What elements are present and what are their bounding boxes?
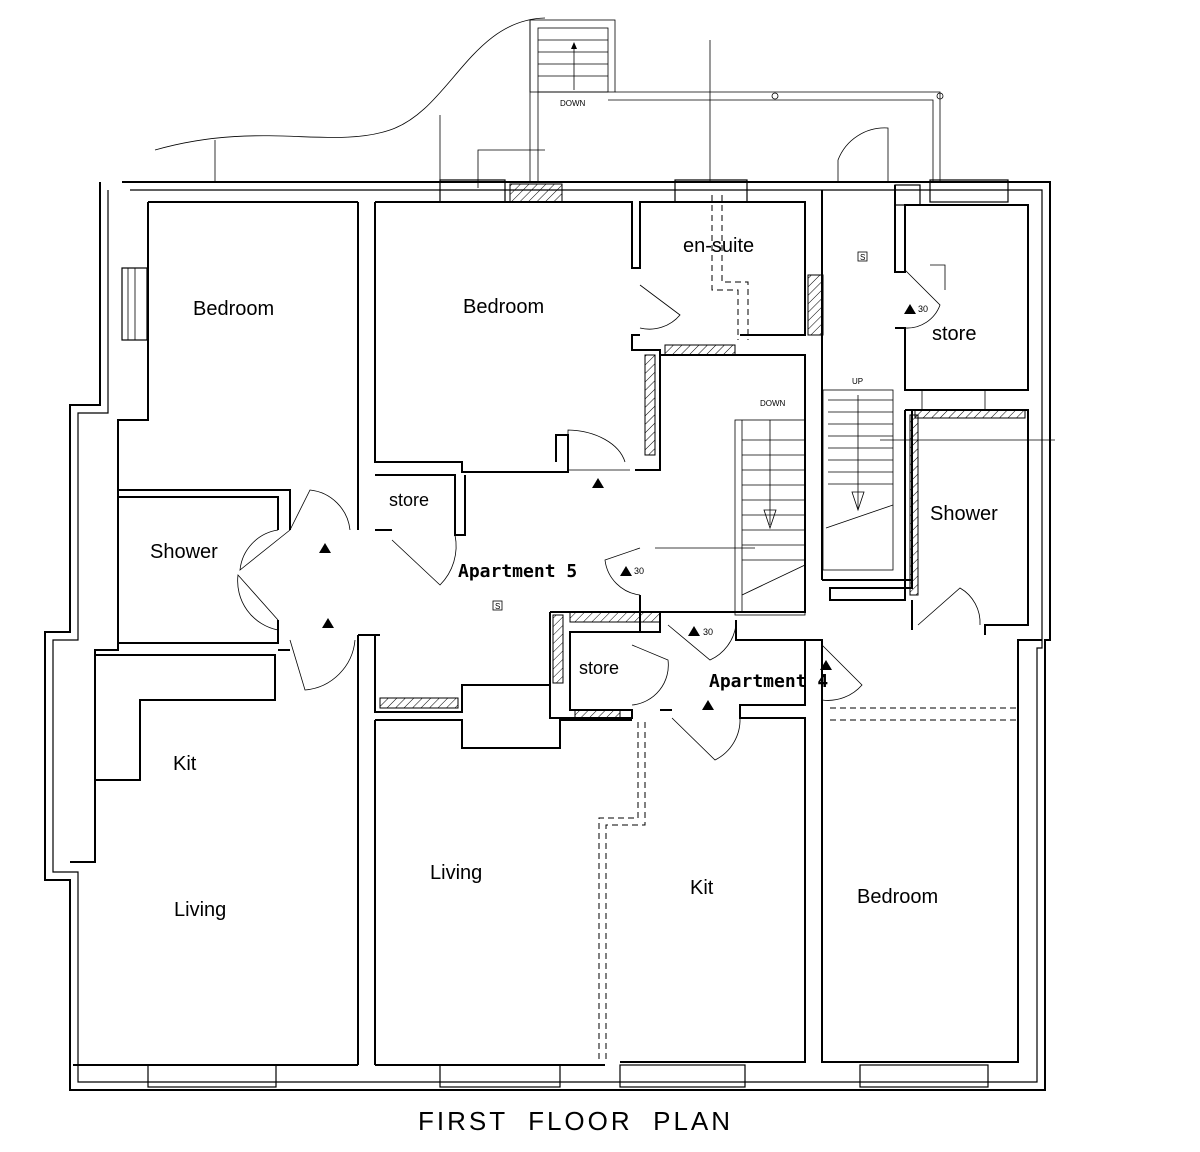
smoke-detector-symbol: S — [860, 253, 865, 262]
room-label-bedroom-east: Bedroom — [857, 886, 938, 908]
fire-rating-label: 30 — [703, 627, 713, 637]
room-label-living-west: Living — [174, 899, 226, 921]
apartment-labels: Apartment 5 Apartment 4 — [458, 561, 828, 692]
room-label-kit-west: Kit — [173, 753, 197, 775]
fire-rating-label: 30 — [918, 304, 928, 314]
room-label-bedroom-north: Bedroom — [463, 296, 544, 318]
top-stair-down-label: DOWN — [560, 99, 586, 108]
door-swings — [237, 269, 981, 761]
room-label-bedroom-west: Bedroom — [193, 298, 274, 320]
room-label-shower-east: Shower — [930, 503, 998, 525]
external-stair-terrace: DOWN — [154, 17, 944, 188]
room-label-store-apt5: store — [389, 490, 429, 510]
stair-down-label: DOWN — [760, 399, 786, 408]
room-label-store-ne: store — [932, 323, 976, 345]
interior-walls: DOWN UP — [95, 184, 1055, 1066]
room-label-shower-west: Shower — [150, 541, 218, 563]
room-label-living-center: Living — [430, 862, 482, 884]
room-label-store-center: store — [579, 658, 619, 678]
stair-up-label: UP — [852, 377, 863, 386]
fire-rating-label: 30 — [634, 566, 644, 576]
plan-markers: 30 30 30 S S — [319, 251, 928, 710]
smoke-detector-symbol: S — [495, 602, 500, 611]
apartment-label-5: Apartment 5 — [458, 561, 577, 582]
room-label-kit-center: Kit — [690, 877, 714, 899]
room-label-en-suite: en-suite — [683, 235, 754, 257]
plan-title: FIRST FLOOR PLAN — [418, 1106, 733, 1136]
apartment-label-4: Apartment 4 — [709, 671, 828, 692]
room-labels: Bedroom Bedroom en-suite store Shower st… — [150, 235, 998, 921]
